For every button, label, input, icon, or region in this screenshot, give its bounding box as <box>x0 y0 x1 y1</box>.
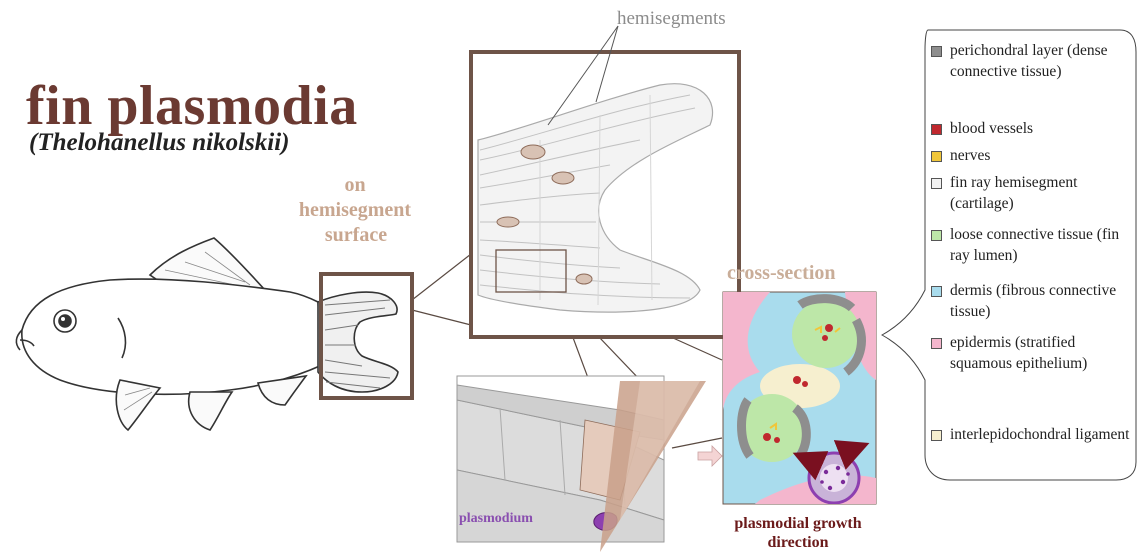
legend-swatch <box>931 178 942 189</box>
legend-item-epidermis: epidermis (stratified squamous epitheliu… <box>912 332 1137 374</box>
legend-swatch <box>931 338 942 349</box>
legend-label: nerves <box>950 145 1137 166</box>
legend-label: dermis (fibrous connective tissue) <box>950 280 1137 322</box>
legend-swatch <box>931 124 942 135</box>
legend-item-perichondral: perichondral layer (dense connective tis… <box>912 40 1137 82</box>
legend-swatch <box>931 286 942 297</box>
cross-section-label: cross-section <box>727 262 836 285</box>
legend-label: blood vessels <box>950 118 1137 139</box>
legend-label: fin ray hemisegment (cartilage) <box>950 172 1137 214</box>
legend-label: epidermis (stratified squamous epitheliu… <box>950 332 1137 374</box>
plasmodium-label: plasmodium <box>459 511 533 527</box>
legend-label: loose connective tissue (fin ray lumen) <box>950 224 1137 266</box>
growth-direction-label: plasmodial growth direction <box>700 514 896 552</box>
legend-item-fin-ray-hemisegment: fin ray hemisegment (cartilage) <box>912 172 1137 214</box>
location-label-line1: on <box>318 174 392 197</box>
growth-label-line2: direction <box>700 533 896 552</box>
legend-item-blood-vessels: blood vessels <box>912 118 1137 139</box>
fish-illustration <box>16 238 398 430</box>
legend-item-loose-connective: loose connective tissue (fin ray lumen) <box>912 224 1137 266</box>
cross-section-view <box>723 292 876 504</box>
hemisegments-label: hemisegments <box>617 8 726 30</box>
species-subtitle: (Thelohanellus nikolskii) <box>29 129 289 157</box>
pointer-arrow-icon <box>698 446 722 466</box>
legend-item-dermis: dermis (fibrous connective tissue) <box>912 280 1137 322</box>
legend-swatch <box>931 151 942 162</box>
fin-enlarged-view <box>471 26 739 337</box>
legend-item-nerves: nerves <box>912 145 1137 166</box>
legend-item-interlepidochondral: interlepidochondral ligament <box>912 424 1137 445</box>
location-label-line2: hemisegment <box>268 199 442 222</box>
location-label-line3: surface <box>300 224 412 247</box>
legend-swatch <box>931 430 942 441</box>
legend-label: interlepidochondral ligament <box>950 424 1137 445</box>
legend-label: perichondral layer (dense connective tis… <box>950 40 1137 82</box>
growth-label-line1: plasmodial growth <box>700 514 896 533</box>
legend-swatch <box>931 230 942 241</box>
legend-swatch <box>931 46 942 57</box>
